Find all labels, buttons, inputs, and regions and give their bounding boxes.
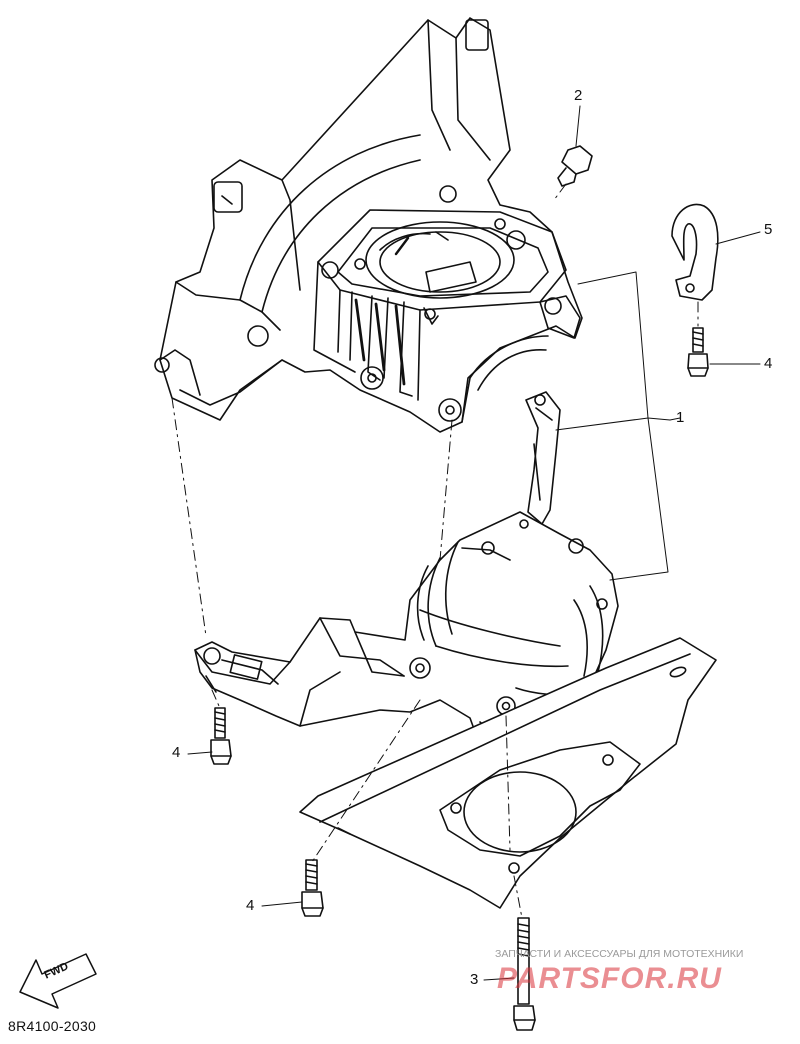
callout-part-4-left: 4: [172, 744, 181, 761]
bolt-4-bottom: [301, 859, 324, 917]
callout-part-5: 5: [764, 221, 773, 238]
watermark-tagline: ЗАПЧАСТИ И АКСЕССУАРЫ ДЛЯ МОТОТЕХНИКИ: [495, 948, 744, 960]
bolt-4-left: [210, 707, 232, 765]
leader-lines: [187, 105, 761, 981]
bolt-2-short: [557, 145, 593, 187]
alignment-lines: [171, 183, 699, 919]
bolt-3-long: [513, 917, 536, 1031]
callout-part-3: 3: [470, 971, 479, 988]
callout-part-4-bottom: 4: [246, 897, 255, 914]
watermark-logo: PARTSFOR.RU: [497, 962, 722, 995]
fwd-arrow-icon: [19, 953, 97, 1009]
oil-seal-half: [525, 391, 561, 525]
bolt-4-right: [687, 327, 709, 377]
upper-crankcase: [154, 17, 583, 433]
callout-part-2: 2: [574, 87, 583, 104]
callout-part-1: 1: [676, 409, 685, 426]
callout-part-4-right: 4: [764, 355, 773, 372]
lower-crankcase: [194, 511, 619, 753]
cable-clamp: [671, 203, 719, 301]
drawing-code: 8R4100-2030: [8, 1018, 97, 1034]
skid-plate: [299, 637, 717, 909]
